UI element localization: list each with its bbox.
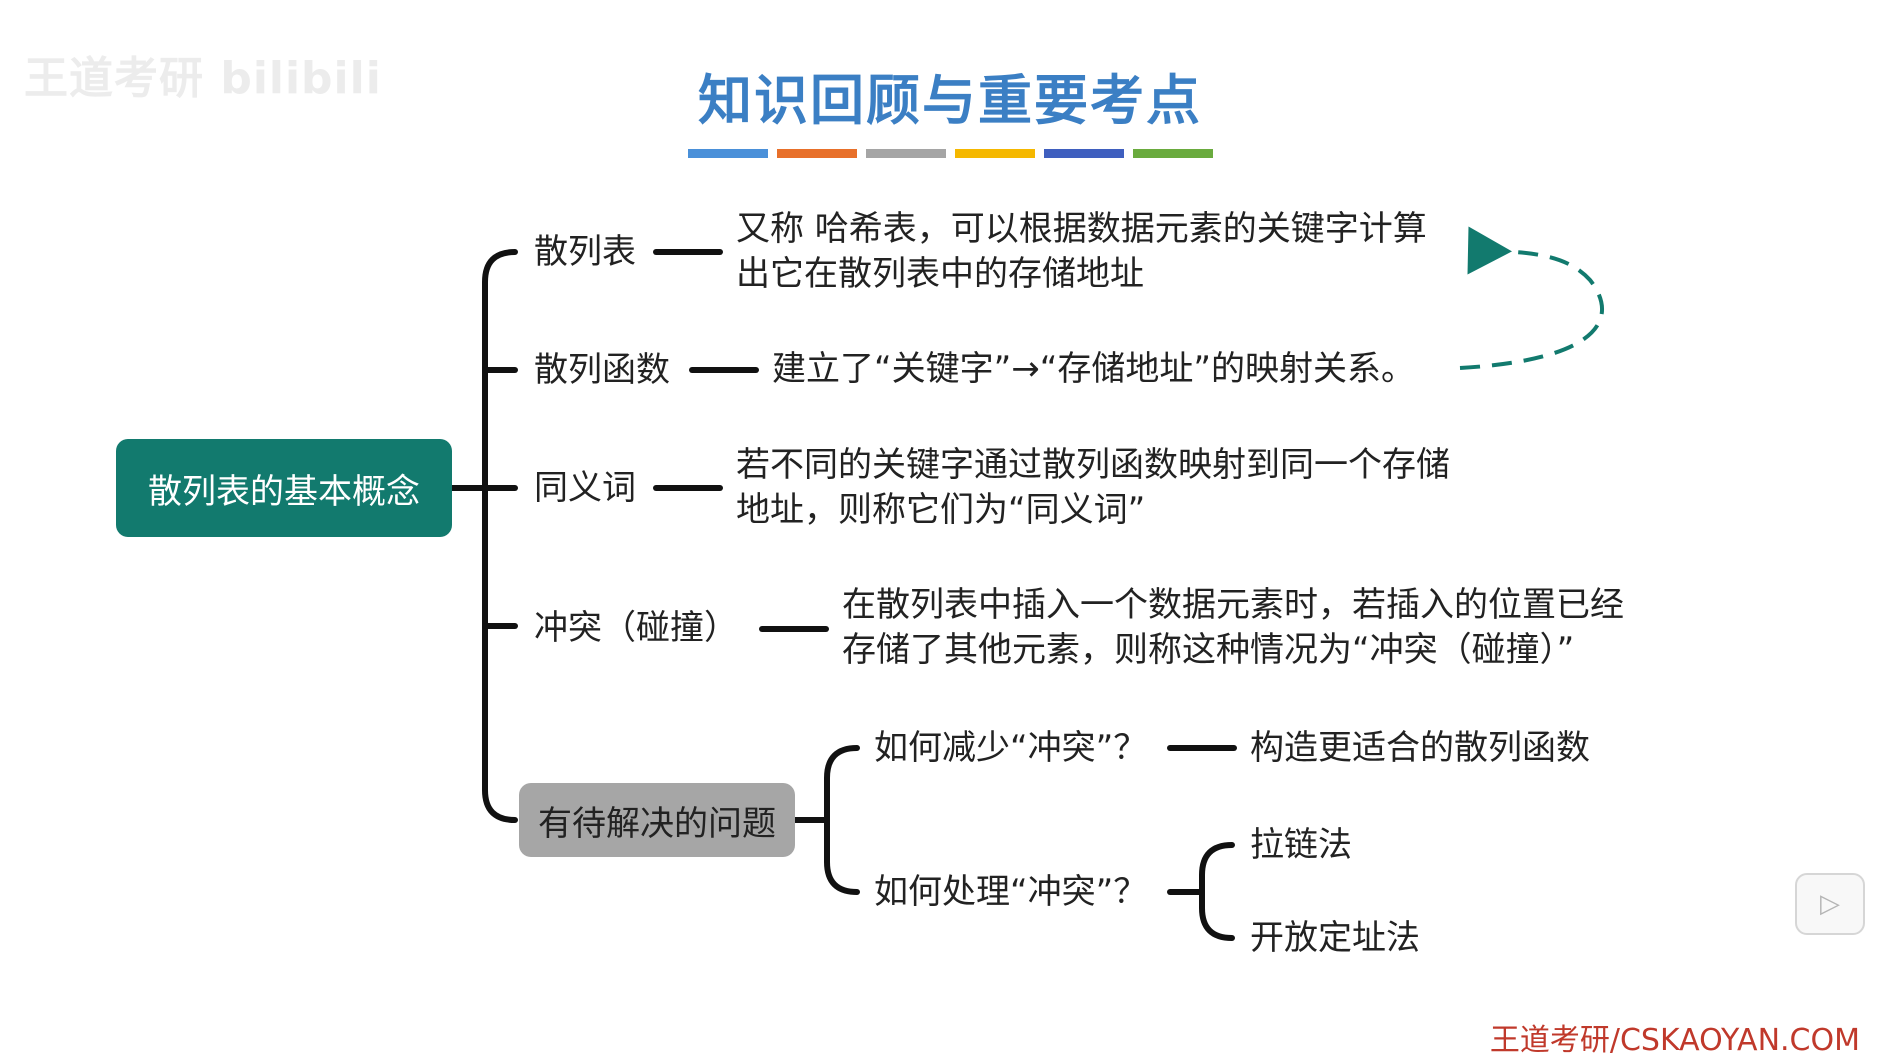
node-issues: 有待解决的问题 bbox=[519, 783, 795, 857]
footer-logo: 王道考研/CSKAOYAN.COM bbox=[1489, 1023, 1860, 1058]
node-method-chaining: 拉链法 bbox=[1250, 825, 1352, 865]
node-conflict: 冲突（碰撞） bbox=[534, 608, 738, 648]
root-node: 散列表的基本概念 bbox=[116, 439, 452, 537]
play-button[interactable]: ▷ bbox=[1795, 873, 1865, 935]
desc-hash-function: 建立了“关键字”→“存储地址”的映射关系。 bbox=[772, 349, 1415, 389]
title-color-bar-1 bbox=[688, 149, 768, 158]
desc-hash-table-line1: 又称 哈希表，可以根据数据元素的关键字计算 bbox=[736, 209, 1427, 249]
connector-main-trunk bbox=[482, 249, 518, 823]
connector-issues-branch bbox=[824, 745, 860, 895]
title-color-bar-5 bbox=[1044, 149, 1124, 158]
play-icon: ▷ bbox=[1820, 889, 1840, 919]
desc-conflict-line1: 在散列表中插入一个数据元素时，若插入的位置已经 bbox=[842, 585, 1624, 625]
dashed-arrow bbox=[1459, 226, 1605, 370]
node-hash-table: 散列表 bbox=[534, 232, 636, 272]
title-color-bar-2 bbox=[777, 149, 857, 158]
node-reduce-conflict: 如何减少“冲突”？ bbox=[874, 728, 1148, 768]
title-color-bar-3 bbox=[866, 149, 946, 158]
desc-conflict-line2: 存储了其他元素，则称这种情况为“冲突（碰撞）” bbox=[842, 630, 1575, 670]
title-color-bar-4 bbox=[955, 149, 1035, 158]
node-reduce-answer: 构造更适合的散列函数 bbox=[1250, 728, 1590, 768]
node-handle-conflict: 如何处理“冲突”？ bbox=[874, 872, 1148, 912]
watermark: 王道考研 bilibili bbox=[24, 53, 382, 104]
node-synonym: 同义词 bbox=[534, 468, 636, 508]
desc-synonym-line1: 若不同的关键字通过散列函数映射到同一个存储 bbox=[736, 445, 1450, 485]
node-method-open-addressing: 开放定址法 bbox=[1250, 918, 1420, 958]
desc-hash-table-line2: 出它在散列表中的存储地址 bbox=[736, 254, 1144, 294]
node-hash-function: 散列函数 bbox=[534, 350, 670, 390]
desc-synonym-line2: 地址，则称它们为“同义词” bbox=[736, 490, 1146, 530]
page-title: 知识回顾与重要考点 bbox=[698, 69, 1202, 132]
title-color-bar-6 bbox=[1133, 149, 1213, 158]
connector-handle-branch bbox=[1199, 842, 1235, 941]
